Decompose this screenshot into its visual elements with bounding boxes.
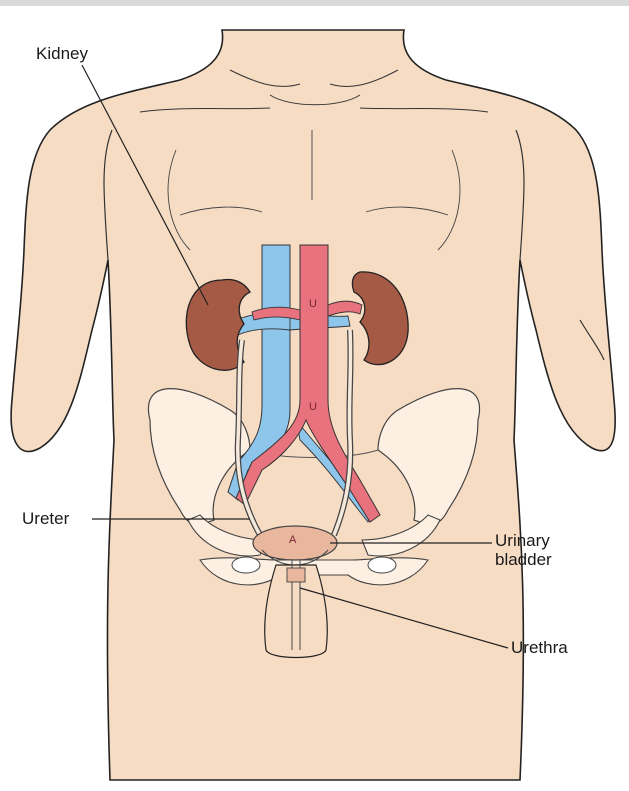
kidney-label: Kidney — [36, 44, 88, 63]
bladder-mark: A — [289, 534, 297, 546]
vessel-mark-upper: U — [309, 298, 317, 310]
ureter-label: Ureter — [22, 509, 69, 528]
urinary-bladder-label-line2: bladder — [495, 550, 552, 569]
urethra-label: Urethra — [511, 638, 568, 657]
urinary-bladder-label-line1: Urinary — [495, 531, 552, 550]
urinary-bladder-label: Urinary bladder — [495, 531, 552, 569]
vessel-mark-lower: U — [309, 401, 317, 413]
